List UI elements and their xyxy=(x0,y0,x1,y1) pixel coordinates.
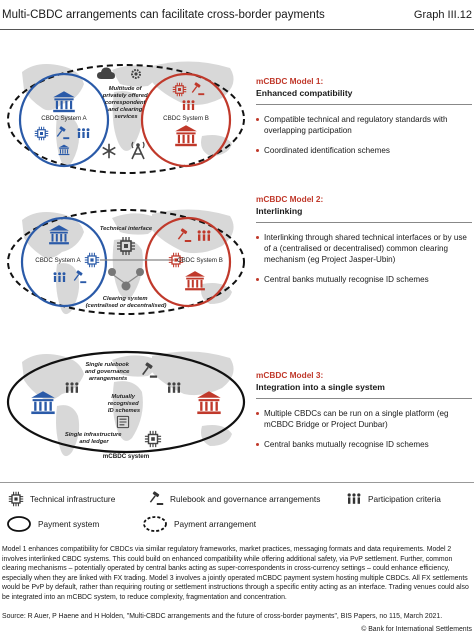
cbdc-system-b-outline xyxy=(144,216,232,308)
divider xyxy=(256,104,472,105)
legend-payment-system: Payment system xyxy=(6,515,99,533)
legend-rulebook: Rulebook and governance arrangements xyxy=(148,491,320,507)
system-a-label: CBDC System A xyxy=(41,115,87,122)
participants-icon-right xyxy=(167,382,181,393)
model-3-bullet-2: Central banks mutually recognise ID sche… xyxy=(256,439,472,450)
legend-payment-arrangement: Payment arrangement xyxy=(142,515,256,533)
model-1-bullet-2: Coordinated identification schemes xyxy=(256,145,472,156)
divider xyxy=(256,398,472,399)
cloud-icon xyxy=(97,67,115,79)
cbdc-system-a-outline xyxy=(18,72,110,168)
central-bank-b-icon xyxy=(175,125,197,147)
participants-a-icon xyxy=(77,128,90,138)
dashed-ellipse-icon xyxy=(143,516,167,532)
rulebook-label: Single rulebook and governance arrangeme… xyxy=(85,362,131,382)
clearing-node-left xyxy=(108,268,116,276)
source: Source: R Auer, P Haene and H Holden, "M… xyxy=(2,613,443,620)
divider xyxy=(256,222,472,223)
legend: Technical infrastructure Rulebook and go… xyxy=(0,482,474,542)
model-3-diagram: Single rulebook and governance arrangeme… xyxy=(6,350,246,460)
model-2-bullet-1: Interlinking through shared technical in… xyxy=(256,232,472,265)
cbdc-system-a-outline xyxy=(20,216,108,308)
clearing-system-label: Clearing system (centralised or decentra… xyxy=(86,296,167,309)
legend-participation: Participation criteria xyxy=(346,491,441,507)
clearing-node-center xyxy=(121,281,131,291)
legend-rulebook-label: Rulebook and governance arrangements xyxy=(170,494,321,504)
model-2-panel: CBDC System A Technical interface Cleari… xyxy=(0,194,474,344)
model-2-name: mCBDC Model 2: xyxy=(256,194,324,204)
center-services-label: Multitude of privately offered correspon… xyxy=(102,86,150,120)
legend-technical-label: Technical infrastructure xyxy=(30,494,116,504)
payment-arrangement-outline xyxy=(7,209,245,315)
model-2-diagram: CBDC System A Technical interface Cleari… xyxy=(7,209,245,315)
model-3-name: mCBDC Model 3: xyxy=(256,370,324,380)
system-b-label: CBDC System B xyxy=(177,257,223,264)
model-1-diagram: CBDC System A CBDC System B Multitude of… xyxy=(7,61,245,174)
gavel-icon xyxy=(149,491,164,506)
participants-b-icon xyxy=(197,230,211,241)
participants-b-icon xyxy=(182,100,195,110)
network-icon xyxy=(101,142,117,160)
model-1-headline: Enhanced compatibility xyxy=(256,88,353,98)
clearing-node-right xyxy=(136,268,144,276)
model-1-description: mCBDC Model 1: Enhanced compatibility Co… xyxy=(256,76,472,156)
legend-participation-label: Participation criteria xyxy=(368,494,441,504)
model-3-panel: Single rulebook and governance arrangeme… xyxy=(0,336,474,486)
chip-a-icon xyxy=(84,252,100,268)
model-2-description: mCBDC Model 2: Interlinking Interlinking… xyxy=(256,194,472,285)
header: Multi-CBDC arrangements can facilitate c… xyxy=(0,0,474,30)
id-scheme-label: Mutually recognised ID schemes xyxy=(108,394,141,414)
graph-number: Graph III.12 xyxy=(413,9,472,21)
central-bank-b-icon xyxy=(185,271,205,291)
model-3-bullet-1: Multiple CBDCs can be run on a single pl… xyxy=(256,408,472,430)
participants-a-icon xyxy=(53,272,66,282)
solid-ellipse-icon xyxy=(7,516,31,532)
model-2-headline: Interlinking xyxy=(256,206,303,216)
mcbdc-system-label: mCBDC system xyxy=(103,453,150,460)
legend-payment-system-label: Payment system xyxy=(38,519,100,529)
copyright: © Bank for International Settlements xyxy=(361,626,472,633)
chip-icon xyxy=(144,430,162,448)
notes: Model 1 enhances compatibility for CBDCs… xyxy=(2,546,469,601)
chip-icon xyxy=(8,491,24,507)
people-icon xyxy=(347,493,361,504)
participants-icon xyxy=(65,382,79,393)
model-1-panel: CBDC System A CBDC System B Multitude of… xyxy=(0,46,474,196)
model-3-description: mCBDC Model 3: Integration into a single… xyxy=(256,370,472,450)
legend-technical: Technical infrastructure xyxy=(8,491,115,507)
model-1-bullet-1: Compatible technical and regulatory stan… xyxy=(256,114,472,136)
cbdc-system-b-outline xyxy=(140,72,232,168)
legend-payment-arrangement-label: Payment arrangement xyxy=(174,519,257,529)
payment-arrangement-outline xyxy=(7,64,245,174)
mcbdc-payment-system-outline xyxy=(6,350,246,454)
system-a-label: CBDC System A xyxy=(35,257,81,264)
infrastructure-label: Single infrastructure and ledger xyxy=(65,432,123,445)
model-3-headline: Integration into a single system xyxy=(256,382,385,392)
graph-title: Multi-CBDC arrangements can facilitate c… xyxy=(2,9,325,21)
model-1-name: mCBDC Model 1: xyxy=(256,76,324,86)
model-2-bullet-2: Central banks mutually recognise ID sche… xyxy=(256,274,472,285)
technical-interface-label: Technical interface xyxy=(100,226,153,232)
system-b-label: CBDC System B xyxy=(163,115,209,122)
chip-a-icon xyxy=(34,126,49,141)
